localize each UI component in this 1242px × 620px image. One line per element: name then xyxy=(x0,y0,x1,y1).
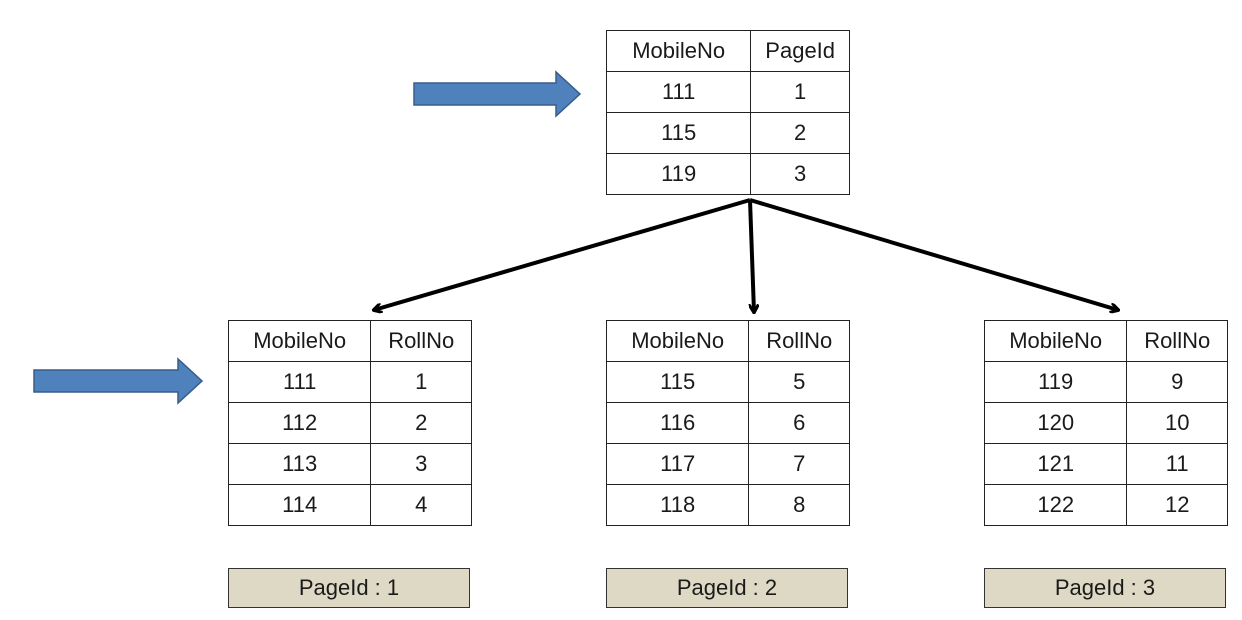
index-table-row: 111 1 xyxy=(605,71,850,113)
leaf-table-row: 113 3 xyxy=(227,443,472,485)
leaf-cell-rollno: 12 xyxy=(1126,484,1228,526)
leaf-cell-rollno: 9 xyxy=(1126,361,1228,403)
leaf-cell-rollno: 5 xyxy=(748,361,850,403)
leaf-table-row: 118 8 xyxy=(605,484,850,526)
leaf-cell-mobileno: 114 xyxy=(227,484,372,526)
leaf-cell-mobileno: 115 xyxy=(605,361,750,403)
connector-arrow-to-page-3 xyxy=(749,198,1118,310)
leaf-table-row: 121 11 xyxy=(983,443,1228,485)
leaf-table-row: 114 4 xyxy=(227,484,472,526)
leaf-cell-mobileno: 112 xyxy=(227,402,372,444)
page-label-3: PageId : 3 xyxy=(984,568,1226,608)
leaf-header-rollno: RollNo xyxy=(1126,320,1228,362)
index-cell-mobileno: 111 xyxy=(605,71,752,113)
index-cell-pageid: 1 xyxy=(750,71,850,113)
leaf-header-mobileno: MobileNo xyxy=(227,320,372,362)
leaf-table-header-row: MobileNo RollNo xyxy=(605,320,850,362)
index-table-row: 119 3 xyxy=(605,153,850,195)
leaf-header-rollno: RollNo xyxy=(748,320,850,362)
leaf-cell-mobileno: 113 xyxy=(227,443,372,485)
leaf-cell-rollno: 4 xyxy=(370,484,472,526)
leaf-cell-rollno: 6 xyxy=(748,402,850,444)
index-table: MobileNo PageId 111 1 115 2 119 3 xyxy=(605,30,850,195)
leaf-table-row: 117 7 xyxy=(605,443,850,485)
leaf-table-page-1: MobileNo RollNo 111 1 112 2 113 3 114 4 xyxy=(227,320,472,526)
leaf-table-row: 112 2 xyxy=(227,402,472,444)
leaf-cell-rollno: 1 xyxy=(370,361,472,403)
index-cell-pageid: 2 xyxy=(750,112,850,154)
index-cell-mobileno: 115 xyxy=(605,112,752,154)
leaf-header-rollno: RollNo xyxy=(370,320,472,362)
leaf-table-page-3: MobileNo RollNo 119 9 120 10 121 11 122 … xyxy=(983,320,1228,526)
leaf-cell-rollno: 10 xyxy=(1126,402,1228,444)
leaf-header-mobileno: MobileNo xyxy=(605,320,750,362)
leaf-table-row: 119 9 xyxy=(983,361,1228,403)
connector-arrow-to-page-2 xyxy=(748,199,754,312)
leaf-cell-rollno: 7 xyxy=(748,443,850,485)
leaf-table-row: 120 10 xyxy=(983,402,1228,444)
leaf-cell-mobileno: 119 xyxy=(983,361,1128,403)
index-cell-mobileno: 119 xyxy=(605,153,752,195)
index-table-header-row: MobileNo PageId xyxy=(605,30,850,72)
index-cell-pageid: 3 xyxy=(750,153,850,195)
index-header-pageid: PageId xyxy=(750,30,850,72)
leaf-table-page-2: MobileNo RollNo 115 5 116 6 117 7 118 8 xyxy=(605,320,850,526)
leaf-cell-mobileno: 121 xyxy=(983,443,1128,485)
leaf-cell-rollno: 3 xyxy=(370,443,472,485)
leaf-cell-rollno: 8 xyxy=(748,484,850,526)
blue-pointer-arrow-leaf xyxy=(33,357,204,405)
index-header-mobileno: MobileNo xyxy=(605,30,752,72)
leaf-header-mobileno: MobileNo xyxy=(983,320,1128,362)
leaf-cell-rollno: 11 xyxy=(1126,443,1228,485)
page-label-2: PageId : 2 xyxy=(606,568,848,608)
leaf-table-row: 111 1 xyxy=(227,361,472,403)
leaf-cell-mobileno: 116 xyxy=(605,402,750,444)
leaf-cell-mobileno: 122 xyxy=(983,484,1128,526)
index-table-row: 115 2 xyxy=(605,112,850,154)
leaf-table-row: 122 12 xyxy=(983,484,1228,526)
leaf-table-header-row: MobileNo RollNo xyxy=(983,320,1228,362)
connector-arrow-to-page-1 xyxy=(374,198,751,310)
leaf-cell-mobileno: 120 xyxy=(983,402,1128,444)
leaf-table-header-row: MobileNo RollNo xyxy=(227,320,472,362)
blue-pointer-arrow-index xyxy=(413,70,582,118)
page-label-1: PageId : 1 xyxy=(228,568,470,608)
leaf-table-row: 115 5 xyxy=(605,361,850,403)
leaf-cell-mobileno: 117 xyxy=(605,443,750,485)
leaf-table-row: 116 6 xyxy=(605,402,850,444)
leaf-cell-mobileno: 111 xyxy=(227,361,372,403)
leaf-cell-mobileno: 118 xyxy=(605,484,750,526)
leaf-cell-rollno: 2 xyxy=(370,402,472,444)
